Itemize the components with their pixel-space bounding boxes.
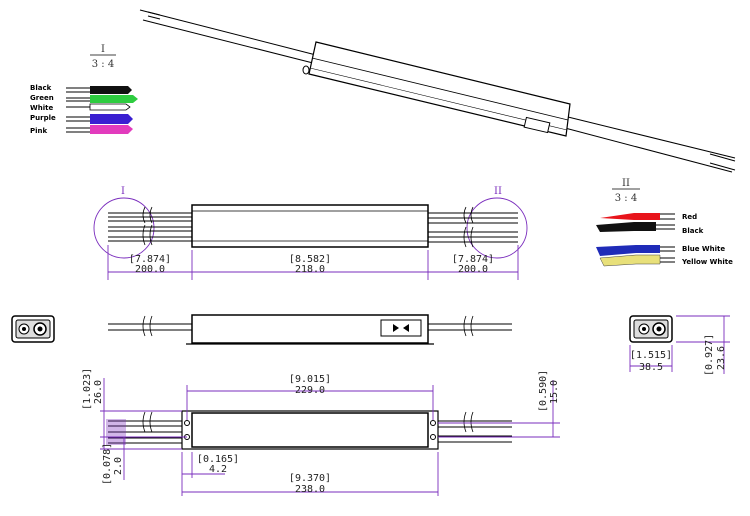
housing-bottom — [191, 412, 429, 448]
connector-side — [380, 319, 422, 337]
pink-wire — [90, 125, 133, 134]
wire-label-black-right: Black — [682, 227, 704, 235]
black-wire-right — [596, 222, 656, 232]
wire-label-black: Black — [30, 84, 52, 92]
dim-mount-pitch-in: [9.015] — [289, 374, 331, 385]
wire-label-green: Green — [30, 94, 54, 102]
end-view-left — [11, 315, 55, 343]
dim-right-h-in: [0.590] — [538, 370, 549, 412]
dim-lead-left-mm: 200.0 — [135, 264, 165, 275]
dim-right-h-mm: 15.0 — [549, 380, 560, 404]
dim-hole-mm: 2.0 — [113, 457, 124, 475]
white-wire — [89, 103, 131, 111]
dim-end-height-mm: 23.6 — [716, 346, 727, 370]
yellow-white-wire — [599, 254, 661, 267]
red-wire — [600, 213, 660, 220]
wire-label-blue-white: Blue White — [682, 245, 725, 253]
detail-circle-ii — [466, 197, 528, 259]
wire-label-yellow-white: Yellow White — [681, 258, 733, 266]
wire-label-white: White — [30, 104, 53, 112]
housing-top — [191, 204, 429, 248]
detail-i-scale: 3 : 4 — [92, 59, 114, 70]
dim-lead-right-in: [7.874] — [452, 254, 494, 265]
dim-lead-left-in: [7.874] — [129, 254, 171, 265]
green-wire — [90, 95, 138, 103]
dim-overall-mm: 238.0 — [295, 484, 325, 495]
dim-end-width-in: [1.515] — [630, 350, 672, 361]
wire-label-pink: Pink — [30, 127, 48, 135]
dim-height-mm: 26.0 — [93, 380, 104, 404]
dim-flange-mm: 4.2 — [209, 464, 227, 475]
detail-ii: II 3 : 4 Red Black Blue White Yellow Whi… — [596, 178, 733, 267]
bottom-view: [9.015] 229.0 [9.370] 238.0 [0.165] 4.2 … — [82, 368, 560, 496]
top-view: I II [7.874] 200.0 [8.582] 218.0 [7.874]… — [93, 186, 528, 280]
detail-i-id: I — [101, 44, 105, 55]
output-connector — [523, 116, 551, 134]
dim-flange-in: [0.165] — [197, 454, 239, 465]
circle-label-i: I — [121, 186, 125, 197]
detail-ii-id: II — [622, 178, 630, 189]
black-wire — [90, 86, 132, 94]
dim-height-in: [1.023] — [82, 368, 93, 410]
dim-lead-right-mm: 200.0 — [458, 264, 488, 275]
detail-circle-i — [93, 197, 155, 259]
purple-wire — [90, 114, 133, 124]
circle-label-ii: II — [494, 186, 502, 197]
wire-label-red: Red — [682, 213, 697, 221]
dim-body-in: [8.582] — [289, 254, 331, 265]
detail-ii-scale: 3 : 4 — [615, 193, 637, 204]
blue-white-wire — [596, 245, 660, 256]
dim-hole-in: [0.078] — [102, 443, 113, 485]
dim-end-width-mm: 38.5 — [639, 362, 663, 373]
dim-end-height-in: [0.927] — [704, 334, 715, 376]
wire-label-purple: Purple — [30, 114, 56, 122]
dim-overall-in: [9.370] — [289, 473, 331, 484]
dim-body-mm: 218.0 — [295, 264, 325, 275]
side-view — [108, 314, 512, 345]
detail-i: I 3 : 4 Black Green White Purple Pink — [30, 44, 138, 135]
isometric-view — [139, 9, 736, 173]
end-view-right: [1.515] 38.5 [0.927] 23.6 — [629, 315, 730, 376]
dim-mount-pitch-mm: 229.0 — [295, 385, 325, 396]
